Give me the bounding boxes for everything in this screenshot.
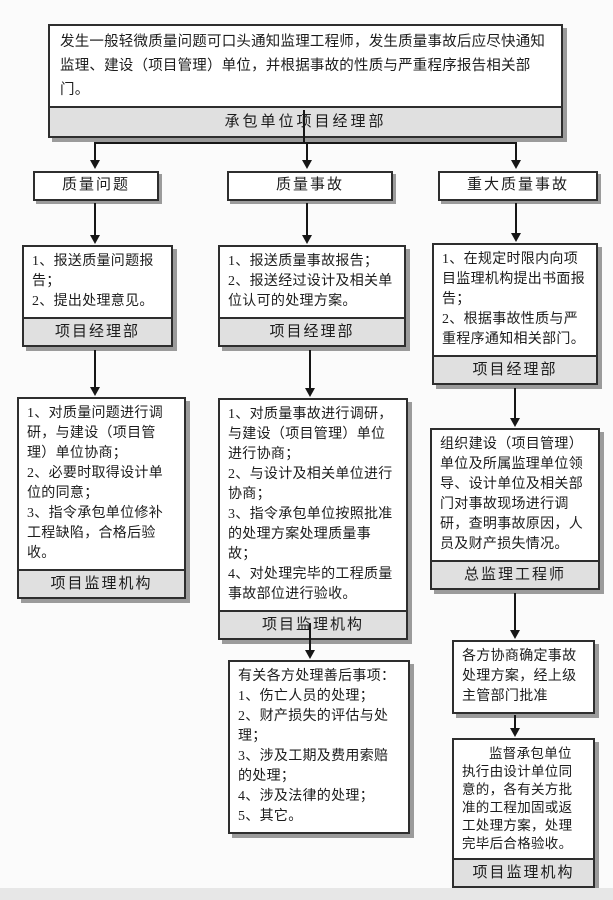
arrow-down-icon [90, 387, 100, 396]
step-text: 1、在规定时限内向项目监理机构提出书面报告； 2、根据事故性质与严重程序通知相关… [442, 252, 585, 347]
arrow-down-icon [90, 235, 100, 244]
connector-line [94, 203, 96, 235]
connector-line [514, 593, 516, 630]
branch-header-major-quality-accident: 重大质量事故 [438, 171, 598, 201]
step-responsible-label: 总监理工程师 [432, 560, 598, 588]
connector-line [514, 388, 516, 418]
arrow-down-icon [510, 728, 520, 737]
step-text: 1、报送质量问题报告； 2、提出处理意见。 [32, 254, 154, 309]
step-text: 1、报送质量事故报告； 2、报送经过设计及相关单位认可的处理方案。 [228, 254, 393, 309]
connector-line [94, 350, 96, 387]
step-box-qa-3: 有关各方处理善后事项： 1、伤亡人员的处理； 2、财产损失的评估与处理； 3、涉… [228, 660, 410, 834]
step-responsible-label: 项目经理部 [434, 355, 596, 383]
step-text: 1、对质量问题进行调研，与建设（项目管理）单位协商； 2、必要时取得设计单位的同… [27, 406, 163, 561]
step-text: 有关各方处理善后事项： 1、伤亡人员的处理； 2、财产损失的评估与处理； 3、涉… [238, 669, 396, 824]
connector-line [515, 143, 517, 161]
connector-line [309, 623, 311, 650]
connector-line [303, 110, 305, 143]
arrow-down-icon [305, 650, 315, 659]
connector-line [306, 143, 308, 161]
step-responsible-label: 项目经理部 [220, 317, 404, 345]
arrow-down-icon [302, 235, 312, 244]
arrow-down-icon [511, 233, 521, 242]
step-text: 1、对质量事故进行调研，与建设（项目管理）单位进行协商； 2、与设计及相关单位进… [228, 407, 393, 602]
step-box-mqa-2: 组织建设（项目管理）单位及所属监理单位领导、设计单位及相关部门对事故现场进行调研… [430, 428, 600, 590]
step-responsible-label: 项目监理机构 [19, 569, 184, 597]
connector-line [309, 350, 311, 388]
connector-line [94, 142, 517, 144]
arrow-down-icon [302, 160, 312, 169]
step-box-mqa-1: 1、在规定时限内向项目监理机构提出书面报告； 2、根据事故性质与严重程序通知相关… [432, 243, 598, 385]
step-responsible-label: 项目监理机构 [454, 858, 593, 886]
step-text: 组织建设（项目管理）单位及所属监理单位领导、设计单位及相关部门对事故现场进行调研… [440, 437, 583, 552]
step-text: 各方协商确定事故处理方案，经上级主管部门批准 [462, 649, 577, 704]
arrow-down-icon [305, 388, 315, 397]
step-box-qa-2: 1、对质量事故进行调研，与建设（项目管理）单位进行协商； 2、与设计及相关单位进… [218, 398, 408, 640]
connector-line [515, 203, 517, 233]
root-notice-text: 发生一般轻微质量问题可口头通知监理工程师，发生质量事故后应尽快通知监理、建设（项… [60, 34, 546, 98]
step-box-qp-1: 1、报送质量问题报告； 2、提出处理意见。 项目经理部 [22, 245, 173, 347]
step-responsible-label: 项目监理机构 [220, 610, 406, 638]
step-text: 监督承包单位执行由设计单位同意的，各有关方批准的工程加固或返工处理方案，处理完毕… [462, 746, 573, 851]
step-box-mqa-3: 各方协商确定事故处理方案，经上级主管部门批准 [452, 640, 595, 714]
root-notice-box: 发生一般轻微质量问题可口头通知监理工程师，发生质量事故后应尽快通知监理、建设（项… [48, 24, 563, 138]
arrow-down-icon [90, 160, 100, 169]
connector-line [94, 143, 96, 161]
root-responsible-label: 承包单位项目经理部 [50, 106, 561, 136]
connector-line [306, 203, 308, 235]
page-bottom-strip [0, 888, 613, 900]
connector-line [514, 715, 516, 728]
arrow-down-icon [510, 418, 520, 427]
step-box-qp-2: 1、对质量问题进行调研，与建设（项目管理）单位协商； 2、必要时取得设计单位的同… [17, 397, 186, 599]
step-box-qa-1: 1、报送质量事故报告； 2、报送经过设计及相关单位认可的处理方案。 项目经理部 [218, 245, 406, 347]
step-responsible-label: 项目经理部 [24, 317, 171, 345]
branch-header-quality-problem: 质量问题 [33, 171, 159, 201]
arrow-down-icon [511, 160, 521, 169]
arrow-down-icon [510, 630, 520, 639]
step-box-mqa-4: 监督承包单位执行由设计单位同意的，各有关方批准的工程加固或返工处理方案，处理完毕… [452, 738, 595, 888]
branch-header-quality-accident: 质量事故 [227, 171, 393, 201]
